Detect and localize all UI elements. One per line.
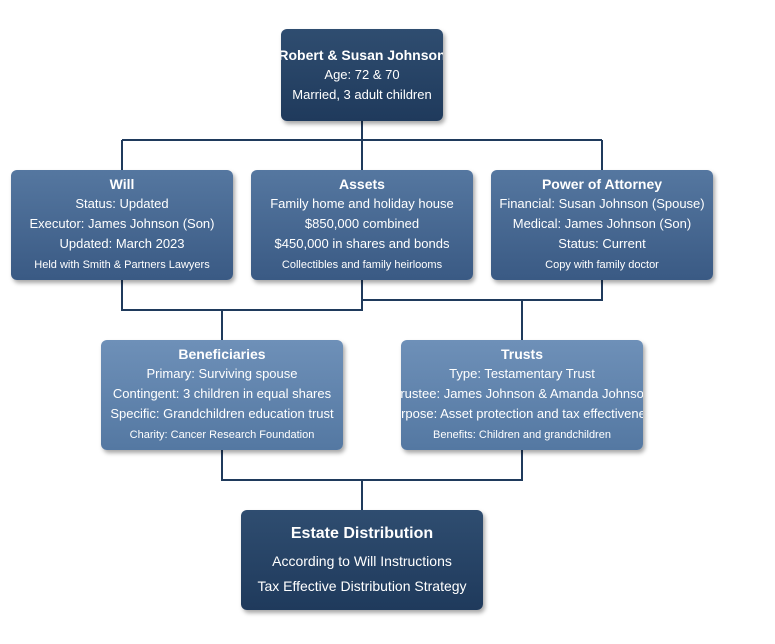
- estate-distribution-node: Estate Distribution According to Will In…: [241, 510, 483, 610]
- beneficiaries-line: Specific: Grandchildren education trust: [110, 406, 334, 421]
- will-line: Status: Updated: [75, 196, 169, 211]
- estate-line: According to Will Instructions: [272, 553, 452, 569]
- client-name: Robert & Susan Johnson: [281, 47, 443, 63]
- poa-line: Status: Current: [558, 236, 646, 251]
- beneficiaries-node: Beneficiaries Primary: Surviving spouse …: [101, 340, 343, 450]
- trusts-node: Trusts Type: Testamentary Trust Trustee:…: [401, 340, 643, 450]
- assets-note: Collectibles and family heirlooms: [281, 259, 443, 271]
- poa-line: Medical: James Johnson (Son): [512, 216, 692, 231]
- connector-poa-down: [362, 280, 603, 301]
- will-title: Will: [109, 176, 135, 192]
- will-node: Will Status: Updated Executor: James Joh…: [11, 170, 233, 280]
- estate-line: Tax Effective Distribution Strategy: [257, 578, 467, 594]
- client-node: Robert & Susan Johnson Age: 72 & 70 Marr…: [281, 29, 443, 121]
- assets-title: Assets: [339, 176, 385, 192]
- beneficiaries-title: Beneficiaries: [178, 346, 266, 362]
- poa-title: Power of Attorney: [541, 176, 663, 192]
- trusts-line: Purpose: Asset protection and tax effect…: [401, 406, 643, 421]
- assets-line: $450,000 in shares and bonds: [274, 236, 450, 251]
- connector-will-down: [121, 280, 363, 311]
- power-of-attorney-node: Power of Attorney Financial: Susan Johns…: [491, 170, 713, 280]
- assets-node: Assets Family home and holiday house $85…: [251, 170, 473, 280]
- beneficiaries-note: Charity: Cancer Research Foundation: [129, 429, 315, 441]
- will-line: Updated: March 2023: [59, 236, 185, 251]
- beneficiaries-line: Contingent: 3 children in equal shares: [112, 386, 332, 401]
- poa-note: Copy with family doctor: [545, 259, 659, 271]
- beneficiaries-line: Primary: Surviving spouse: [146, 366, 298, 381]
- assets-line: Family home and holiday house: [270, 196, 454, 211]
- will-line: Executor: James Johnson (Son): [29, 216, 215, 231]
- estate-title: Estate Distribution: [290, 525, 434, 542]
- trusts-title: Trusts: [500, 346, 543, 362]
- client-status: Married, 3 adult children: [292, 87, 432, 102]
- connector-row3-bus: [221, 450, 523, 481]
- assets-line: $850,000 combined: [304, 216, 420, 231]
- will-note: Held with Smith & Partners Lawyers: [34, 259, 210, 271]
- poa-line: Financial: Susan Johnson (Spouse): [499, 196, 705, 211]
- trusts-line: Trustee: James Johnson & Amanda Johnson: [401, 386, 643, 401]
- trusts-line: Type: Testamentary Trust: [449, 366, 595, 381]
- client-age: Age: 72 & 70: [324, 67, 400, 82]
- trusts-note: Benefits: Children and grandchildren: [433, 429, 611, 441]
